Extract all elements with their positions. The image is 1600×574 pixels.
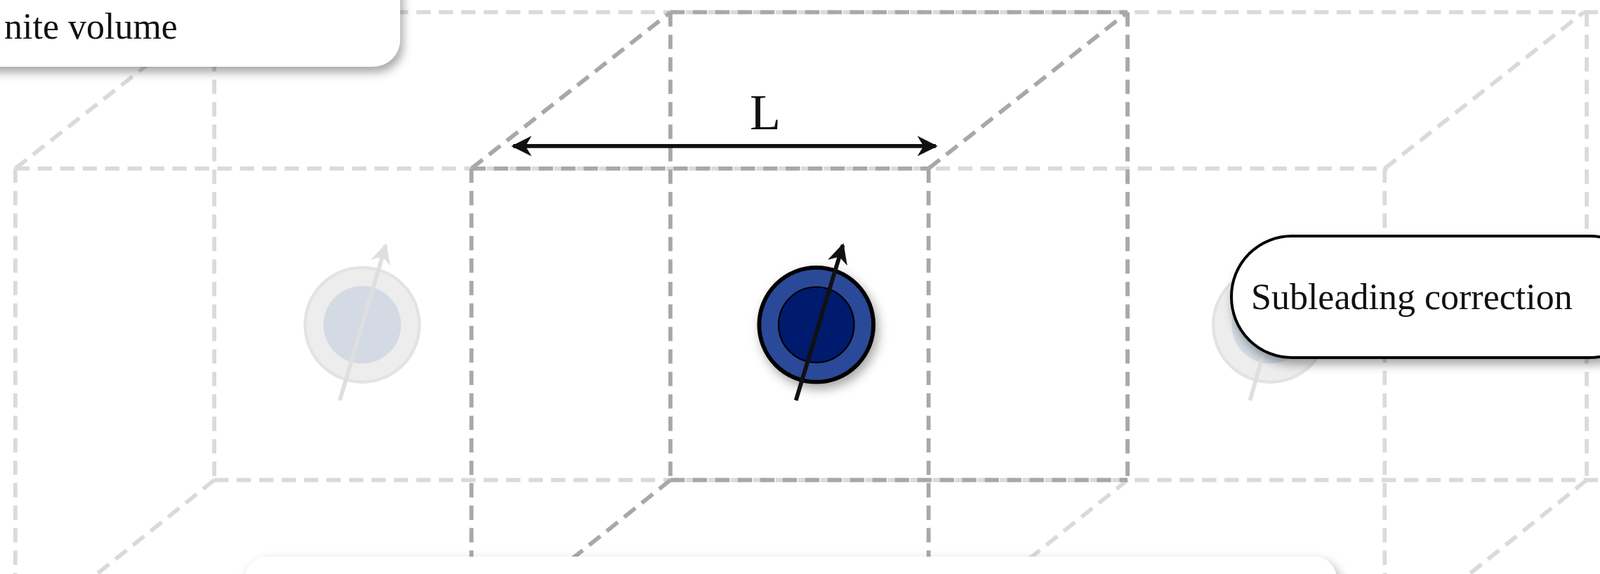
spin-particle	[758, 245, 874, 401]
image-particle	[305, 245, 420, 401]
callout-pill: Subleading correction	[1230, 234, 1600, 359]
lattice-grid	[15, 11, 1600, 574]
box-text: Subleading correction	[1251, 275, 1573, 318]
title-box: nite volume	[0, 0, 401, 67]
bottom-panel	[245, 556, 1337, 574]
dimension-arrow	[513, 143, 936, 149]
unit-cell	[471, 11, 1128, 574]
box-text: nite volume	[4, 5, 178, 48]
dimension-label: L	[749, 87, 781, 138]
